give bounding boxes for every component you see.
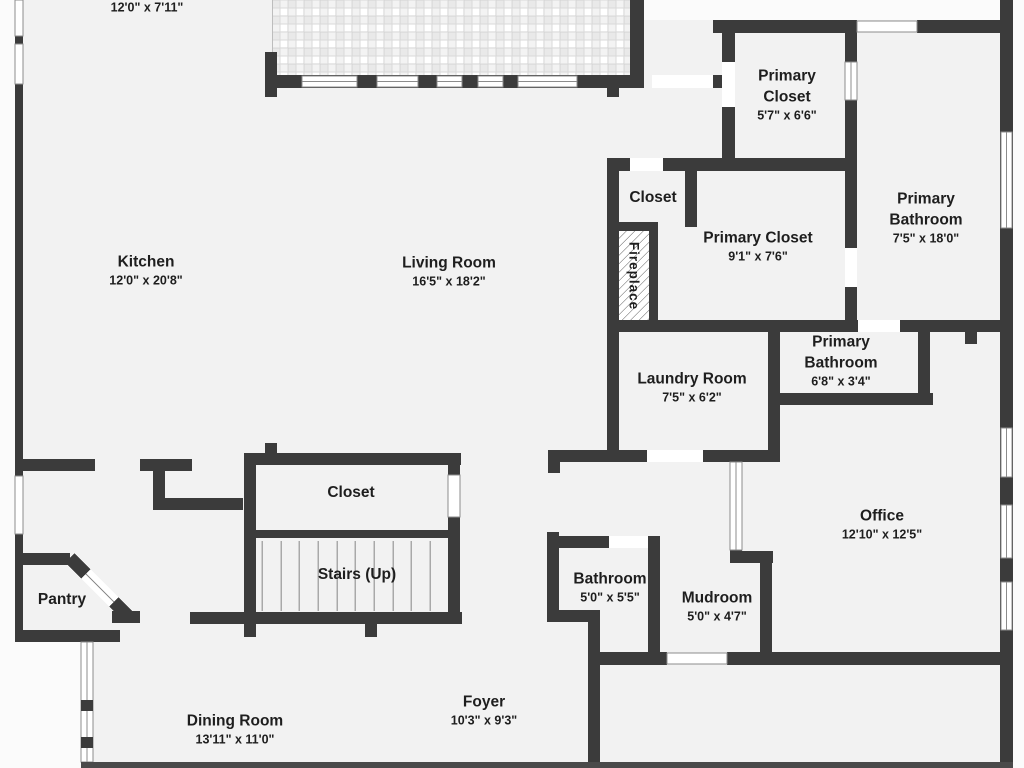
deck-hatch	[272, 0, 630, 77]
room-label-deck-dims: 12'0" x 7'11"	[110, 0, 184, 15]
fireplace-hatch	[619, 231, 649, 320]
windows	[14, 0, 1013, 763]
stairs-treads	[261, 541, 431, 611]
room-label-closet-upper: Closet	[629, 189, 677, 206]
door-openings	[609, 62, 900, 548]
room-label-pantry: Pantry	[37, 591, 87, 608]
room-label-fireplace: Fireplace	[626, 241, 642, 311]
walls	[15, 0, 1013, 768]
room-label-closet-mid: Closet	[327, 484, 375, 501]
room-label-stairs: Stairs (Up)	[317, 566, 397, 583]
bottom-wall-band	[81, 762, 1013, 768]
